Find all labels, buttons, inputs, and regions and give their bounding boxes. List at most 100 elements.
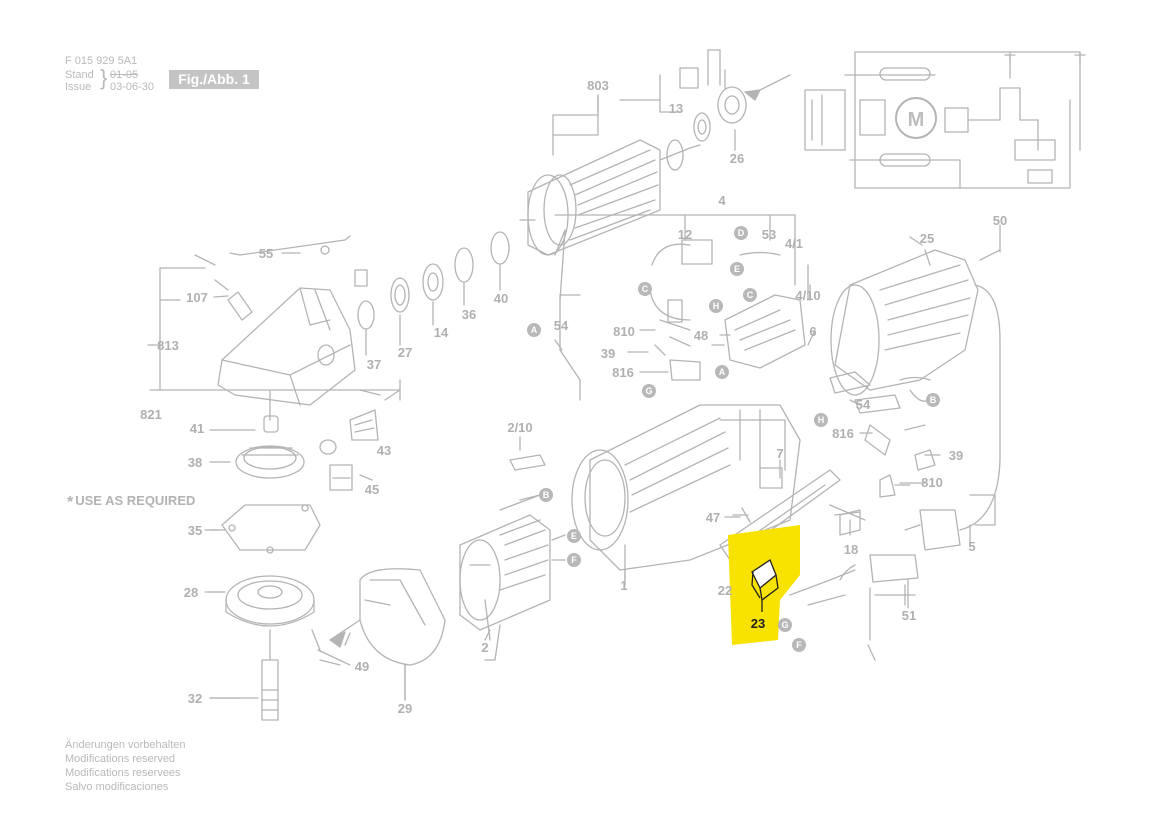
callout-45: 45 xyxy=(365,482,379,497)
callout-810b: 810 xyxy=(921,475,943,490)
callout-40: 40 xyxy=(494,291,508,306)
screw-55 xyxy=(229,235,351,256)
callout-32: 32 xyxy=(188,691,202,706)
callout-35: 35 xyxy=(188,523,202,538)
callout-7: 7 xyxy=(776,446,783,461)
callout-37: 37 xyxy=(367,357,381,372)
callout-47: 47 xyxy=(706,510,720,525)
connector-b2: B xyxy=(926,393,940,407)
connector-a2: A xyxy=(715,365,729,379)
callout-54b: 54 xyxy=(856,397,871,412)
stand-label: Stand xyxy=(65,69,94,81)
callout-813: 813 xyxy=(157,338,179,353)
callout-12: 12 xyxy=(678,227,692,242)
svg-text:A: A xyxy=(719,367,726,377)
asterisk-icon: * xyxy=(67,494,74,511)
callout-4-1: 4/1 xyxy=(785,236,803,251)
callout-14: 14 xyxy=(434,325,449,340)
small-parts-row xyxy=(354,231,510,356)
svg-text:C: C xyxy=(747,290,754,300)
callout-41: 41 xyxy=(190,421,204,436)
connector-e1: E xyxy=(730,262,744,276)
mod-note-2: Modifications reserved xyxy=(65,753,176,765)
electronics-module xyxy=(554,214,809,401)
callout-4: 4 xyxy=(718,193,726,208)
wheel-guard xyxy=(329,568,446,701)
callout-54a: 54 xyxy=(554,318,569,333)
callout-107: 107 xyxy=(186,290,208,305)
wiring-schematic xyxy=(804,51,1086,189)
stator xyxy=(459,494,566,661)
svg-text:H: H xyxy=(818,415,825,425)
mod-note-3: Modifications reservees xyxy=(65,767,181,779)
connector-g1: G xyxy=(642,384,656,398)
lead-2-10 xyxy=(499,454,546,511)
callout-1: 1 xyxy=(620,578,627,593)
svg-text:G: G xyxy=(645,386,652,396)
svg-text:H: H xyxy=(713,301,720,311)
svg-text:F: F xyxy=(571,555,577,565)
callout-38: 38 xyxy=(188,455,202,470)
gear-stack xyxy=(209,389,401,721)
gear-head xyxy=(159,254,401,421)
svg-text:E: E xyxy=(734,264,740,274)
callout-4-10: 4/10 xyxy=(795,288,820,303)
callout-50: 50 xyxy=(993,213,1007,228)
mod-note-1: Änderungen vorbehalten xyxy=(65,739,186,751)
brush-holder-parts xyxy=(854,376,936,498)
callout-39a: 39 xyxy=(601,346,615,361)
svg-text:E: E xyxy=(571,531,577,541)
svg-text:C: C xyxy=(642,284,649,294)
callout-22: 22 xyxy=(718,583,732,598)
callout-25: 25 xyxy=(920,231,934,246)
connector-a1: A xyxy=(527,323,541,337)
callout-821: 821 xyxy=(140,407,162,422)
doc-number: F 015 929 5A1 xyxy=(65,55,138,67)
leader-lines xyxy=(147,69,1001,701)
connector-c1: C xyxy=(638,282,652,296)
armature xyxy=(519,74,701,256)
callout-23: 23 xyxy=(751,616,765,631)
svg-text:B: B xyxy=(543,490,550,500)
capacitor xyxy=(789,554,919,661)
callout-2-10: 2/10 xyxy=(507,420,532,435)
brace-icon: } xyxy=(100,65,108,90)
svg-text:F: F xyxy=(796,640,802,650)
svg-text:B: B xyxy=(930,395,937,405)
figure-label: Fig./Abb. 1 xyxy=(169,70,259,89)
callout-48: 48 xyxy=(694,328,708,343)
connector-c2: C xyxy=(743,288,757,302)
svg-text:G: G xyxy=(781,620,788,630)
callout-810a: 810 xyxy=(613,324,635,339)
connector-h2: H xyxy=(814,413,828,427)
callout-28: 28 xyxy=(184,585,198,600)
callout-53: 53 xyxy=(762,227,776,242)
callout-36: 36 xyxy=(462,307,476,322)
callout-55: 55 xyxy=(259,246,273,261)
callout-51: 51 xyxy=(902,608,916,623)
callout-803: 803 xyxy=(587,78,609,93)
bearing xyxy=(679,49,791,151)
issue-value: 03-06-30 xyxy=(110,81,155,93)
mod-note-4: Salvo modificaciones xyxy=(65,781,169,793)
callout-39b: 39 xyxy=(949,448,963,463)
issue-label: Issue xyxy=(65,81,92,93)
callout-18: 18 xyxy=(844,542,858,557)
use-as-required-text: USE AS REQUIRED xyxy=(75,493,196,508)
connector-f1: F xyxy=(567,553,581,567)
connector-d: D xyxy=(734,226,748,240)
part-23-switch xyxy=(751,559,779,612)
connector-h1: H xyxy=(709,299,723,313)
motor-symbol: M xyxy=(908,109,925,131)
svg-text:A: A xyxy=(531,325,538,335)
callout-5: 5 xyxy=(968,539,975,554)
svg-text:D: D xyxy=(738,228,745,238)
callout-29: 29 xyxy=(398,701,412,716)
callout-6: 6 xyxy=(809,324,816,339)
use-as-required-note: *USE AS REQUIRED xyxy=(67,493,195,512)
callout-43: 43 xyxy=(377,443,391,458)
connector-b1: B xyxy=(539,488,553,502)
callout-13: 13 xyxy=(669,101,683,116)
